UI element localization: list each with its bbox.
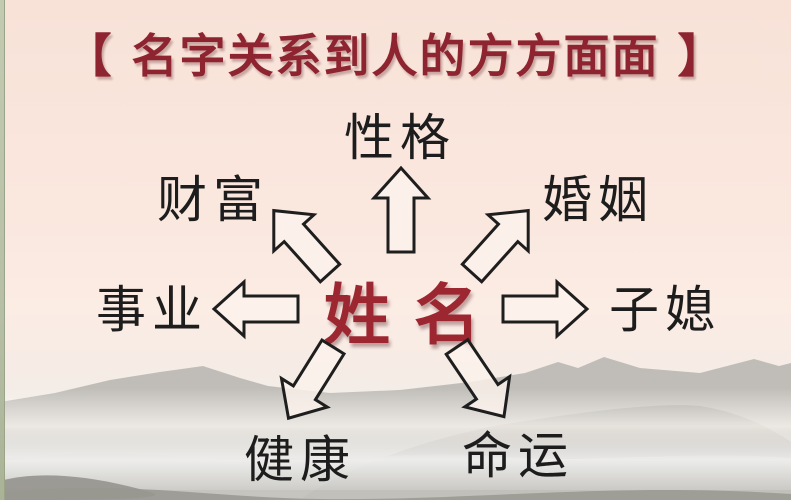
aspect-label-marriage: 婚姻	[542, 171, 654, 229]
arrow-down-right-icon	[433, 330, 528, 434]
aspect-label-personality: 性格	[344, 109, 456, 167]
aspect-label-health: 健康	[244, 431, 356, 489]
arrow-up-left-icon	[252, 191, 352, 293]
arrow-down-left-icon	[264, 331, 358, 435]
aspect-label-children: 子媳	[609, 281, 721, 339]
aspect-label-career: 事业	[96, 281, 208, 339]
arrow-left-icon	[212, 280, 300, 338]
arrow-up-right-icon	[450, 191, 550, 293]
arrow-right-icon	[501, 280, 589, 338]
center-name-label: 姓名	[324, 277, 504, 354]
mountain-bottom-band	[0, 487, 791, 500]
arrow-up-icon	[372, 166, 430, 254]
aspect-label-fate: 命运	[462, 427, 574, 485]
aspect-label-wealth: 财富	[157, 171, 269, 229]
page-title: 【 名字关系到人的方方面面 】	[65, 29, 726, 83]
left-edge-strip	[0, 0, 5, 500]
